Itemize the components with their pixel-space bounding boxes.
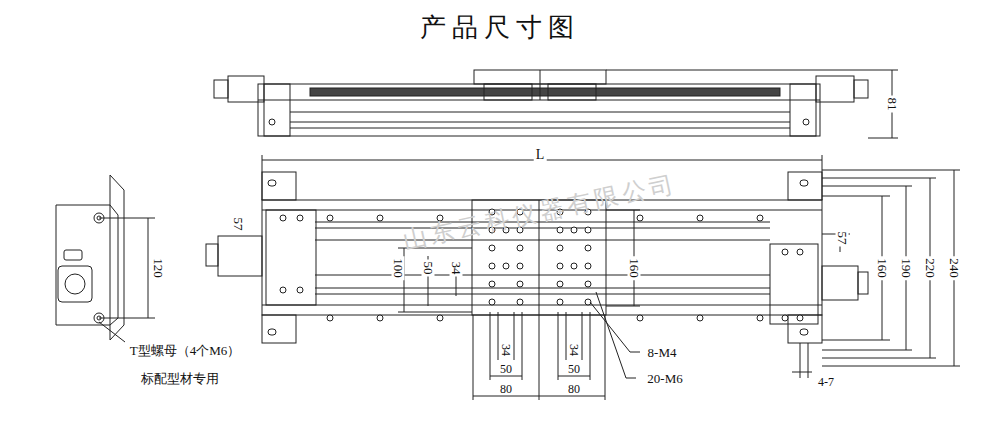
- dimension: 50: [422, 260, 435, 277]
- dimension: 50: [566, 363, 582, 375]
- thread-callout: 20-M6: [645, 372, 684, 385]
- dimension: 190: [900, 256, 913, 280]
- note-text: 标配型材专用: [141, 372, 219, 385]
- drawing-title: 产品尺寸图: [420, 15, 580, 41]
- dimension: 4-7: [816, 376, 836, 388]
- dimension: 220: [924, 256, 937, 280]
- dimension: 100: [392, 256, 405, 280]
- dimension: 57: [232, 216, 245, 233]
- dimension: L: [534, 148, 547, 162]
- watermark: 山东云科仪器有限公司: [401, 171, 680, 253]
- side-view: [214, 70, 898, 138]
- dimension: 240: [948, 256, 961, 280]
- dimension: 120: [152, 256, 165, 280]
- dimension: 34: [450, 260, 463, 277]
- plan-view: [206, 155, 960, 400]
- dimension: 80: [498, 383, 514, 395]
- dimension: 57: [836, 230, 849, 247]
- end-view: [56, 175, 155, 342]
- dimension: 81: [886, 96, 899, 113]
- note-text: T型螺母（4个M6）: [130, 344, 241, 357]
- thread-callout: 8-M4: [646, 346, 679, 359]
- dimension: 80: [566, 383, 582, 395]
- dimension: 34: [568, 342, 580, 358]
- dimension: 34: [500, 342, 512, 358]
- dimension: 160: [628, 256, 641, 280]
- dimension: 50: [498, 363, 514, 375]
- dimension: 160: [876, 256, 889, 280]
